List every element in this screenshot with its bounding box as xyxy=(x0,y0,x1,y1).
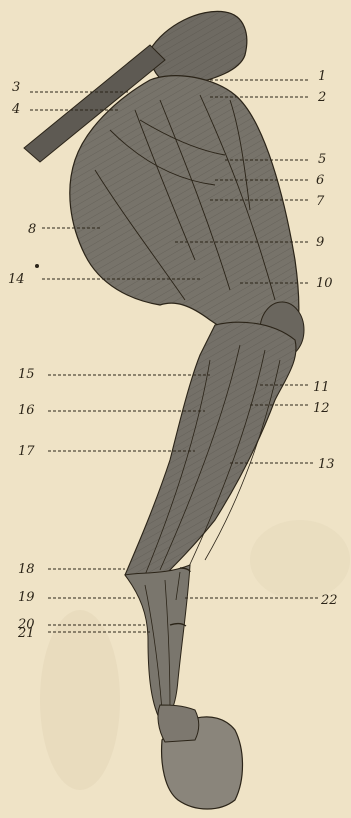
label-17: 17 xyxy=(18,444,35,459)
pastern-shape xyxy=(158,705,199,742)
label-18: 18 xyxy=(18,562,35,577)
marker-dot xyxy=(35,264,39,268)
label-8: 8 xyxy=(28,222,36,237)
label-10: 10 xyxy=(316,276,333,291)
label-5: 5 xyxy=(318,152,326,167)
label-9: 9 xyxy=(316,235,324,250)
label-2: 2 xyxy=(317,90,326,105)
label-19: 19 xyxy=(18,590,35,605)
label-7: 7 xyxy=(316,194,325,209)
label-6: 6 xyxy=(316,173,324,188)
cannon-shape xyxy=(125,565,190,720)
label-21: 21 xyxy=(17,626,35,641)
label-12: 12 xyxy=(313,401,330,416)
scapula-hatch xyxy=(150,11,247,85)
label-11: 11 xyxy=(313,380,330,395)
label-1: 1 xyxy=(318,69,326,84)
label-16: 16 xyxy=(18,403,35,418)
label-3: 3 xyxy=(12,80,20,95)
label-13: 13 xyxy=(318,457,335,472)
label-22: 22 xyxy=(320,593,338,608)
label-14: 14 xyxy=(8,272,25,287)
label-15: 15 xyxy=(18,367,35,382)
label-4: 4 xyxy=(11,102,20,117)
